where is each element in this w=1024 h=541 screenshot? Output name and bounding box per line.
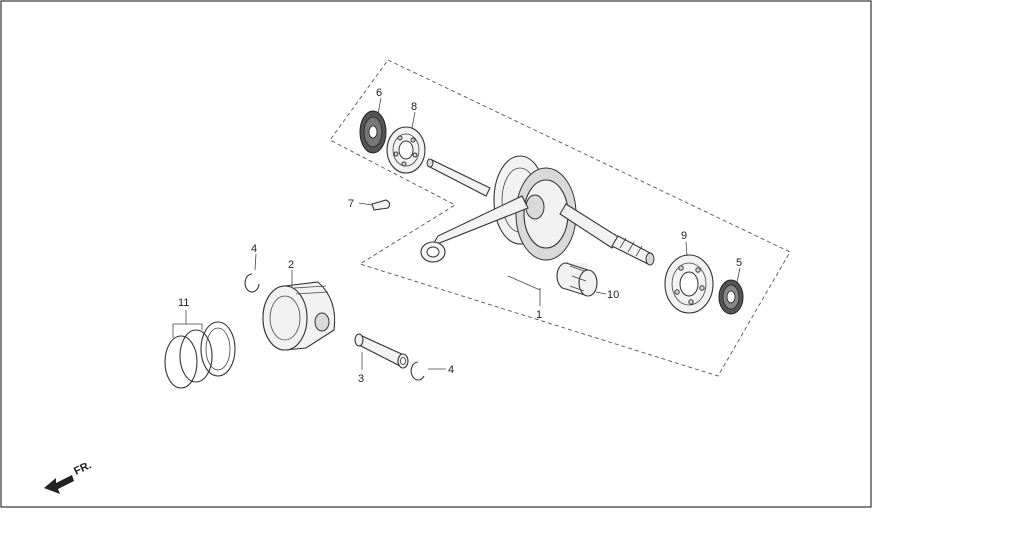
part-2-piston[interactable]	[262, 281, 336, 351]
front-direction-label: FR.	[72, 459, 93, 477]
part-9-bearing[interactable]	[664, 254, 714, 314]
part-8-bearing[interactable]	[386, 126, 426, 174]
callout-2: 2	[288, 259, 294, 271]
part-7-key[interactable]	[371, 199, 391, 211]
part-3-piston-pin[interactable]	[354, 333, 409, 369]
callout-3: 3	[358, 373, 364, 385]
leader-6	[377, 97, 382, 115]
front-direction-indicator: FR.	[44, 459, 93, 494]
callout-11: 11	[178, 297, 189, 309]
callout-4-upper: 4	[251, 243, 257, 255]
callout-5: 5	[736, 257, 742, 269]
leader-9	[685, 241, 688, 257]
part-10-needle-bearing[interactable]	[556, 262, 598, 297]
callout-10: 10	[607, 289, 619, 301]
leader-11-a	[172, 323, 203, 338]
callout-1: 1	[536, 309, 542, 321]
callout-8: 8	[411, 101, 417, 113]
part-6-gear[interactable]	[359, 110, 387, 154]
part-1-crankshaft[interactable]	[420, 155, 655, 266]
front-arrow-icon	[44, 475, 74, 494]
callout-9: 9	[681, 230, 687, 242]
leader-5	[736, 267, 741, 283]
diagram-frame	[0, 0, 872, 508]
leader-1-a	[507, 275, 541, 291]
part-4-circlip-lower[interactable]	[410, 361, 425, 381]
callout-4-lower: 4	[448, 364, 454, 376]
leader-7	[358, 202, 373, 206]
leader-4-upper	[254, 253, 257, 271]
part-11-piston-rings[interactable]	[164, 321, 236, 389]
part-4-circlip-upper[interactable]	[244, 273, 260, 293]
callout-6: 6	[376, 87, 382, 99]
callout-7: 7	[348, 198, 354, 210]
leader-10	[595, 291, 607, 295]
part-5-sprocket[interactable]	[718, 279, 744, 315]
leader-8	[411, 111, 416, 129]
